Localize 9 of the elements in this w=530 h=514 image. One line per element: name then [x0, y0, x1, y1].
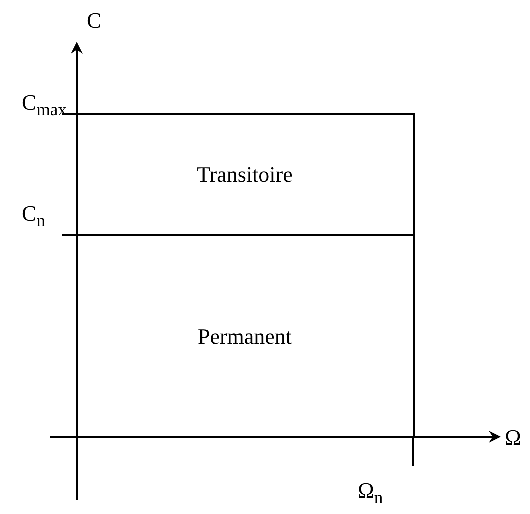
- region-label: Permanent: [198, 324, 292, 350]
- axis-label: C: [87, 10, 102, 32]
- region-box: [77, 113, 415, 235]
- region-box: [77, 234, 415, 437]
- axis-value-label: C$_{max}$: [22, 92, 67, 114]
- axis-value-label: Ω$_{n}$: [358, 480, 384, 502]
- axis-label: Ω: [505, 427, 522, 449]
- axis-value-label: C$_{n}$: [22, 203, 46, 225]
- region-label: Transitoire: [197, 162, 293, 188]
